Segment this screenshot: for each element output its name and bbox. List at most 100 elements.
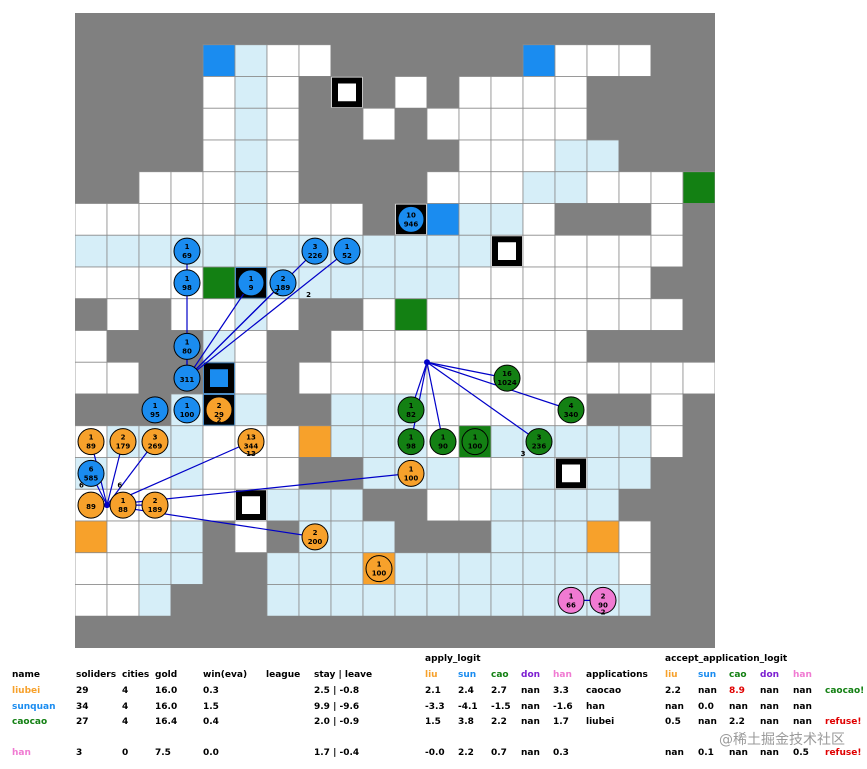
move-arrow — [426, 361, 508, 379]
row-applications: han — [586, 702, 605, 712]
map-cell — [554, 361, 588, 395]
army-soldiers: 80 — [182, 347, 192, 355]
map-cell — [458, 266, 492, 300]
mountain-cell — [106, 44, 140, 77]
army-token — [301, 523, 329, 551]
map-cell — [234, 139, 268, 173]
move-origin-dot — [424, 359, 430, 366]
mountain-cell — [426, 615, 460, 648]
map-cell — [618, 425, 652, 458]
mountain-cell — [75, 107, 108, 141]
row-cities: 0 — [122, 748, 129, 758]
map-cell — [138, 584, 172, 617]
apply-header-cao: cao — [491, 670, 509, 680]
map-cell — [458, 330, 492, 363]
map-cell — [618, 234, 652, 268]
map-cell — [522, 107, 556, 141]
map-cell — [330, 520, 364, 554]
map-cell — [554, 266, 588, 300]
mountain-cell — [330, 13, 364, 46]
army-count: 10 — [406, 211, 416, 219]
row-gold: 16.4 — [155, 717, 178, 727]
map-cell — [490, 425, 524, 458]
map-cell — [202, 139, 236, 173]
map-cell — [490, 76, 524, 109]
army-token — [493, 364, 521, 392]
mountain-cell — [298, 13, 332, 46]
city-marker — [492, 236, 522, 266]
mountain-cell — [650, 520, 684, 554]
map-cell — [650, 171, 684, 204]
mountain-cell — [554, 615, 588, 648]
map-cell — [426, 234, 460, 268]
mountain-cell — [266, 615, 300, 648]
move-origin-dot — [104, 502, 110, 509]
mountain-cell — [138, 361, 172, 395]
map-cell — [458, 234, 492, 268]
mountain-cell — [394, 139, 428, 173]
mountain-cell — [618, 203, 652, 236]
mountain-cell — [394, 13, 428, 46]
map-cell — [682, 361, 715, 395]
mountain-cell — [522, 13, 556, 46]
row-stay-leave: 2.5 | -0.8 — [314, 686, 360, 696]
mountain-cell — [682, 425, 715, 458]
city-marker — [556, 458, 586, 489]
mountain-cell — [202, 584, 236, 617]
map-cell — [75, 584, 108, 617]
map-cell — [554, 488, 588, 522]
row-accept-value: nan — [698, 717, 717, 727]
mountain-cell — [234, 13, 268, 46]
army-token — [429, 428, 457, 456]
map-cell — [298, 584, 332, 617]
map-cell — [266, 298, 300, 331]
army-token — [173, 364, 201, 392]
mountain-cell — [75, 13, 108, 46]
apply-header-sun: sun — [458, 670, 477, 680]
accept-header-don: don — [760, 670, 780, 680]
mountain-cell — [170, 139, 204, 173]
row-apply-value: 2.2 — [491, 717, 507, 727]
mountain-cell — [618, 488, 652, 522]
army-count: 1 — [185, 275, 190, 283]
map-cell — [554, 298, 588, 331]
map-cell — [362, 457, 396, 490]
map-cell — [234, 330, 268, 363]
row-soldiers: 27 — [76, 717, 89, 727]
map-cell — [458, 584, 492, 617]
row-result: caocao! — [825, 686, 865, 696]
army-count: 3 — [313, 243, 318, 251]
map-cell — [138, 234, 172, 268]
army-token — [237, 428, 265, 456]
mountain-cell — [394, 171, 428, 204]
mountain-cell — [682, 44, 715, 77]
row-apply-value: -3.3 — [425, 702, 445, 712]
army-token — [397, 396, 425, 424]
map-cell — [618, 584, 652, 617]
map-cell — [586, 488, 620, 522]
mountain-cell — [682, 107, 715, 141]
mountain-cell — [682, 13, 715, 46]
row-accept-value: nan — [760, 686, 779, 696]
map-cell — [458, 552, 492, 585]
army-soldiers: 1024 — [497, 379, 517, 387]
map-cell — [586, 171, 620, 204]
mountain-cell — [298, 76, 332, 109]
map-cell — [522, 330, 556, 363]
mountain-cell — [138, 13, 172, 46]
apply-header-don: don — [521, 670, 541, 680]
map-cell — [75, 361, 108, 395]
map-cell — [75, 266, 108, 300]
row-accept-value: nan — [760, 748, 779, 758]
army-token — [173, 332, 201, 360]
move-label: 13 — [246, 450, 256, 458]
army-soldiers: 189 — [148, 506, 163, 514]
row-apply-value: 1.7 — [553, 717, 569, 727]
army-token — [557, 586, 585, 614]
map-grid[interactable]: 1693226152198192189180311109461951100658… — [75, 13, 715, 648]
army-soldiers: 69 — [182, 252, 192, 260]
map-cell — [426, 393, 460, 427]
army-soldiers: 95 — [150, 411, 160, 419]
map-cell — [298, 266, 332, 300]
